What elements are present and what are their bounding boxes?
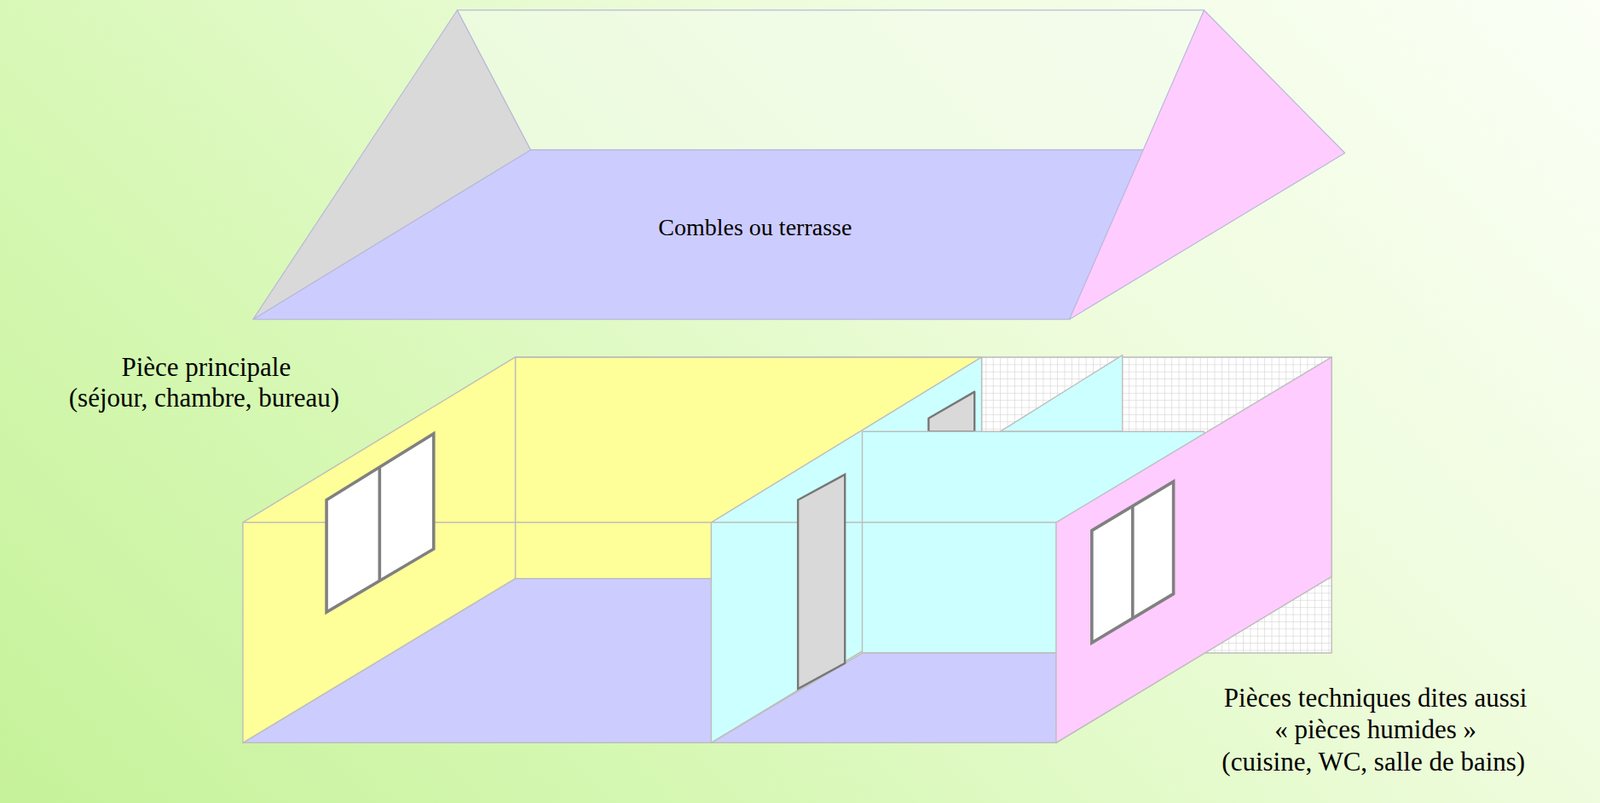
house-part <box>242 742 1057 744</box>
house-part <box>326 433 1174 643</box>
room-label: Combles ou terrasse <box>658 213 852 242</box>
house-part <box>253 10 1346 320</box>
roof-area: Combles ou terrasse <box>651 210 859 245</box>
house-part <box>242 357 516 743</box>
house-part <box>378 467 382 581</box>
room-caption: « pièces humides » <box>1274 714 1477 746</box>
house-part <box>999 355 1123 433</box>
house-part <box>326 433 434 613</box>
house-part <box>1091 481 1174 643</box>
house-part <box>1131 506 1135 619</box>
room-caption: (séjour, chambre, bureau) <box>69 382 340 414</box>
house-part <box>515 356 982 358</box>
room-caption: Pièces techniques dites aussi <box>1224 682 1528 714</box>
house-part <box>456 10 1204 151</box>
house-part <box>1069 10 1346 320</box>
house-part <box>242 355 1332 744</box>
room-caption: Pièce principale <box>121 352 291 383</box>
room-caption: (cuisine, WC, salle de bains) <box>1221 746 1525 778</box>
house-part <box>928 392 975 433</box>
house-part <box>253 150 1149 320</box>
house-part <box>797 474 845 689</box>
